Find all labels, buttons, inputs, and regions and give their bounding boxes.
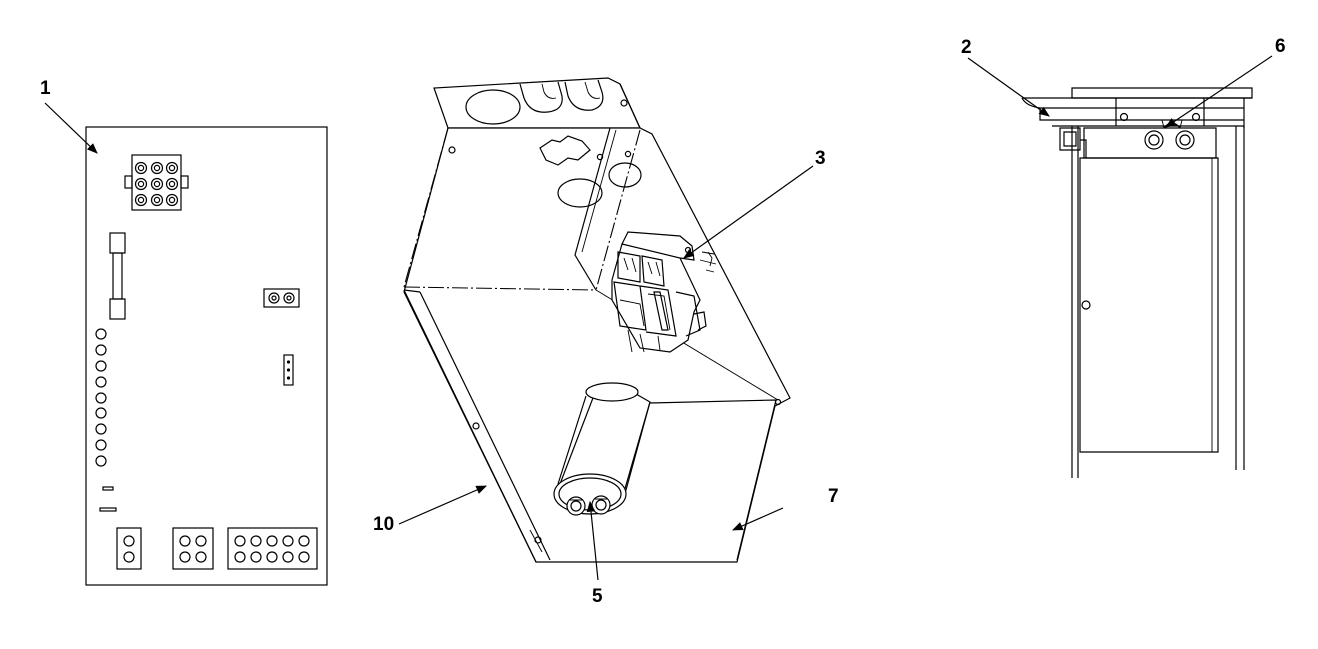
callout-7: 7 <box>828 486 839 507</box>
callout-10: 10 <box>373 514 394 535</box>
leader-6 <box>1165 55 1273 128</box>
fuse <box>109 232 126 320</box>
leader-2 <box>967 57 1050 117</box>
leader-10 <box>398 485 487 525</box>
knockout-cross <box>539 135 591 166</box>
control-board <box>85 126 328 586</box>
flange-slot <box>519 81 563 113</box>
flange-hole <box>465 89 521 125</box>
control-box-assembly <box>403 77 791 563</box>
leader-1 <box>44 102 98 154</box>
callout-2: 2 <box>961 37 972 58</box>
pad-small <box>102 486 114 491</box>
pad-small <box>99 507 117 512</box>
leader-7 <box>732 507 784 531</box>
callout-5: 5 <box>592 586 603 607</box>
board-outline <box>85 126 328 586</box>
two-pin-header <box>263 288 300 308</box>
box-front-panel <box>1079 157 1219 453</box>
top-flange <box>433 77 641 129</box>
knockout-round <box>557 178 603 208</box>
contactor <box>611 231 717 353</box>
three-pin-header <box>283 354 294 386</box>
callout-3: 3 <box>815 148 826 169</box>
knockout-round <box>608 162 642 188</box>
callout-6: 6 <box>1275 36 1286 57</box>
leader-3 <box>683 165 814 259</box>
terminal-block-4 <box>172 527 214 570</box>
led-column <box>95 328 107 467</box>
nine-pin-connector <box>124 154 189 211</box>
terminal-block-10 <box>227 527 318 570</box>
callout-1: 1 <box>40 78 51 99</box>
flange-slot <box>564 79 604 111</box>
installed-side-view <box>1021 87 1253 478</box>
leader-5 <box>586 500 599 581</box>
terminal-block-2 <box>116 527 142 570</box>
